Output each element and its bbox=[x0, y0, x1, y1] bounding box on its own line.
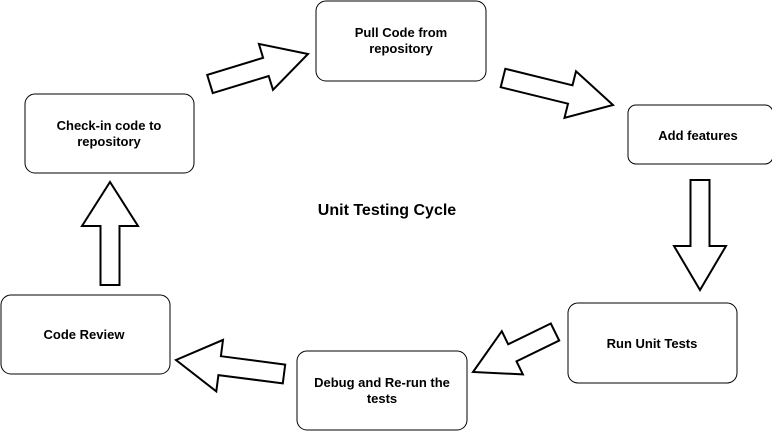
arrow-review-to-checkin bbox=[80, 180, 140, 286]
node-add-features: Add features bbox=[627, 104, 772, 165]
node-check-in-line-1: Check-in code to bbox=[57, 118, 162, 133]
node-pull-code: Pull Code from repository bbox=[315, 0, 487, 82]
node-code-review-line-1: Code Review bbox=[44, 327, 126, 342]
node-debug-rerun: Debug and Re-run the tests bbox=[296, 350, 468, 431]
arrow-run-to-debug bbox=[471, 322, 561, 376]
node-debug-rerun-line-2: tests bbox=[367, 391, 397, 406]
diagram-title: Unit Testing Cycle bbox=[318, 202, 456, 219]
node-add-features-line-1: Add features bbox=[658, 128, 737, 143]
node-check-in-line-2: repository bbox=[77, 134, 141, 149]
arrow-checkin-to-pull bbox=[205, 42, 310, 95]
node-run-unit-tests-line-1: Run Unit Tests bbox=[607, 336, 698, 351]
arrow-pull-to-add bbox=[499, 67, 616, 120]
node-debug-rerun-line-1: Debug and Re-run the bbox=[314, 375, 450, 390]
node-check-in: Check-in code to repository bbox=[24, 93, 195, 174]
node-code-review: Code Review bbox=[0, 294, 171, 375]
arrow-add-to-run bbox=[672, 179, 728, 292]
node-pull-code-line-1: Pull Code from bbox=[355, 25, 447, 40]
node-run-unit-tests: Run Unit Tests bbox=[567, 302, 738, 384]
arrow-debug-to-review bbox=[174, 338, 287, 394]
node-pull-code-line-2: repository bbox=[369, 41, 433, 56]
